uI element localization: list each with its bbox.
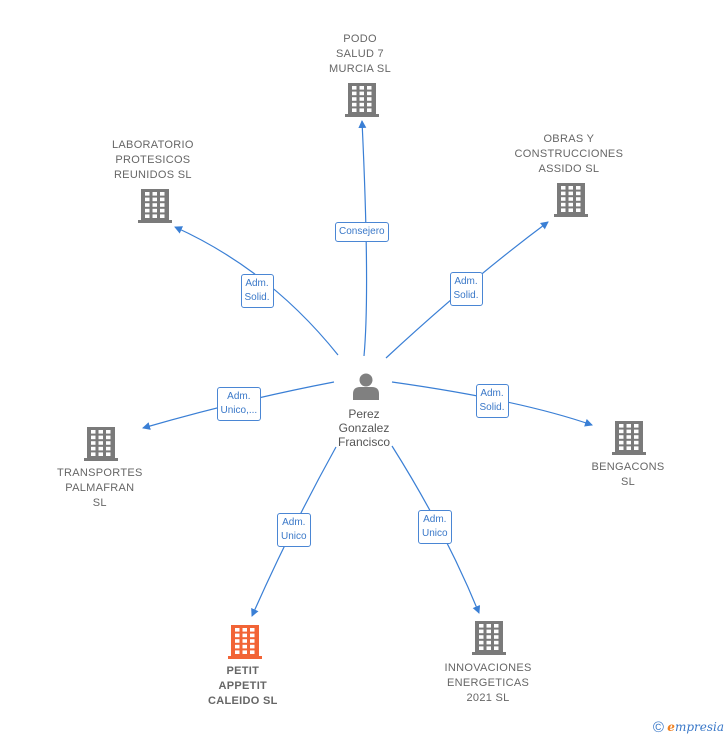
building-icon-petit[interactable] xyxy=(228,625,262,659)
company-name-laboratorio[interactable]: LABORATORIO PROTESICOS REUNIDOS SL xyxy=(112,138,194,181)
company-name-innovaciones[interactable]: INNOVACIONES ENERGETICAS 2021 SL xyxy=(444,661,532,704)
relation-label-petit[interactable]: Adm. Unico xyxy=(277,513,311,547)
relation-label-bengacons[interactable]: Adm. Solid. xyxy=(475,384,509,418)
company-name-petit[interactable]: PETIT APPETIT CALEIDO SL xyxy=(208,664,278,707)
relation-label-innovaciones[interactable]: Adm. Unico xyxy=(418,510,452,544)
building-icon-innovaciones[interactable] xyxy=(472,621,506,655)
relation-label-podo[interactable]: Consejero xyxy=(335,222,389,242)
relation-label-obras[interactable]: Adm. Solid. xyxy=(449,272,483,306)
person-icon[interactable] xyxy=(353,373,379,401)
building-icon-laboratorio[interactable] xyxy=(138,189,172,223)
edge-podo xyxy=(358,120,368,357)
company-name-podo[interactable]: PODO SALUD 7 MURCIA SL xyxy=(329,32,391,75)
relation-label-laboratorio[interactable]: Adm. Solid. xyxy=(240,274,274,308)
building-icon-transportes[interactable] xyxy=(84,427,118,461)
copyright-icon: © xyxy=(652,719,664,736)
company-name-transportes[interactable]: TRANSPORTES PALMAFRAN SL xyxy=(57,466,143,509)
company-name-bengacons[interactable]: BENGACONS SL xyxy=(591,461,665,488)
relation-label-transportes[interactable]: Adm. Unico,... xyxy=(216,387,262,421)
building-icon-bengacons[interactable] xyxy=(612,421,646,455)
footer-brand: © empresia xyxy=(653,719,724,736)
person-name[interactable]: Perez Gonzalez Francisco xyxy=(337,407,390,449)
company-name-obras[interactable]: OBRAS Y CONSTRUCCIONES ASSIDO SL xyxy=(514,132,624,175)
brand-logo: empresia xyxy=(667,720,724,734)
building-icon-podo[interactable] xyxy=(345,83,379,117)
building-icon-obras[interactable] xyxy=(554,183,588,217)
